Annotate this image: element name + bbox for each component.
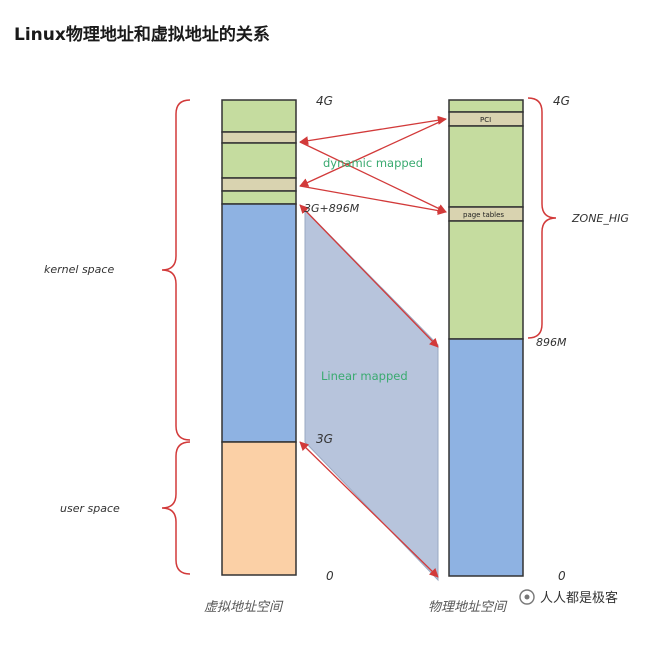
watermark-text: 人人都是极客 — [540, 590, 618, 606]
zone-high-label: ZONE_HIG — [571, 212, 629, 225]
page-title: Linux物理地址和虚拟地址的关系 — [14, 25, 270, 45]
watermark: 人人都是极客 — [519, 589, 618, 606]
physical-caption: 物理地址空间 — [428, 600, 508, 615]
linear-arrow-bottom — [299, 441, 439, 578]
page-tables-label: page tables — [463, 211, 504, 219]
dynamic-arrow-cross-up — [299, 118, 447, 187]
linear-arrow-top — [299, 204, 439, 348]
pci-label: PCI — [480, 116, 491, 124]
linear-mapped-label: Linear mapped — [321, 369, 408, 383]
linear-mapping-region — [304, 208, 439, 582]
virtual-address-column — [221, 99, 297, 576]
braces — [161, 97, 557, 575]
virtual-3g-label: 3G — [316, 432, 333, 446]
physical-address-column — [448, 99, 524, 577]
virtual-0-label: 0 — [326, 569, 334, 583]
dynamic-arrow-pci — [299, 115, 447, 146]
virtual-caption: 虚拟地址空间 — [204, 600, 284, 615]
kernel-space-label: kernel space — [44, 263, 114, 276]
physical-896m-label: 896M — [536, 336, 567, 349]
dynamic-mapped-label: dynamic mapped — [323, 156, 423, 170]
zone-high-brace — [527, 97, 557, 339]
physical-4g-label: 4G — [553, 94, 570, 108]
dynamic-arrow-cross-down — [299, 141, 447, 213]
watermark-logo-icon — [519, 589, 535, 605]
mapping-arrows — [299, 115, 447, 578]
user-space-label: user space — [60, 502, 120, 515]
kernel-space-brace — [161, 99, 191, 441]
physical-0-label: 0 — [558, 569, 566, 583]
virtual-4g-label: 4G — [316, 94, 333, 108]
virtual-3g896m-label: 3G+896M — [304, 202, 360, 215]
user-space-brace — [161, 441, 191, 575]
